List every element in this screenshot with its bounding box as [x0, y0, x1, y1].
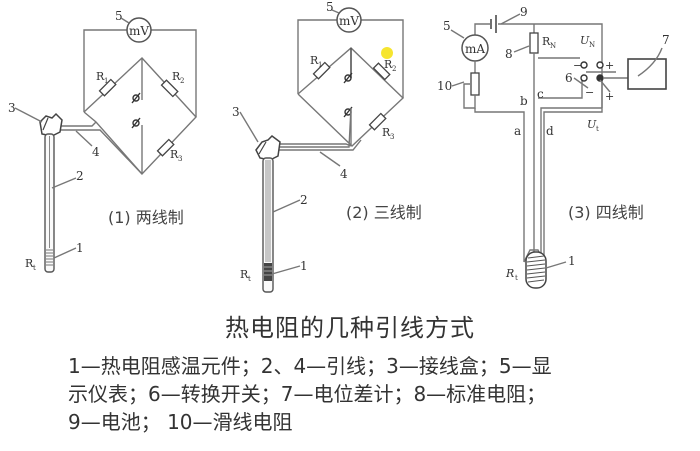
svg-text:3: 3 — [390, 133, 394, 141]
callout-6: 6 — [565, 71, 573, 85]
callout-5: 5 — [443, 19, 451, 33]
callout-5: 5 — [115, 9, 123, 23]
switch-terminal-icon[interactable] — [580, 74, 588, 82]
switch-terminal-icon[interactable] — [580, 61, 588, 69]
resistor-r2-icon — [372, 62, 391, 81]
svg-text:R: R — [505, 267, 514, 280]
svg-text:−: − — [573, 59, 582, 72]
callout-4: 4 — [92, 145, 100, 159]
svg-text:t: t — [248, 275, 251, 283]
slide-wire-resistor-icon — [470, 72, 480, 96]
four-wire-diagram: 9 mA 5 10 R N 8 − + − + — [437, 5, 670, 289]
svg-text:a: a — [514, 124, 521, 138]
svg-text:1: 1 — [318, 61, 322, 69]
svg-text:d: d — [546, 124, 554, 138]
millivoltmeter-icon — [126, 17, 152, 43]
svg-text:−: − — [585, 86, 594, 99]
callout-3: 3 — [232, 105, 240, 119]
highlight-dot — [381, 47, 393, 59]
svg-text:mA: mA — [465, 42, 485, 56]
callout-2: 2 — [76, 169, 84, 183]
svg-text:t: t — [515, 274, 518, 282]
svg-text:2: 2 — [392, 65, 396, 73]
svg-text:c: c — [537, 87, 544, 101]
callout-7: 7 — [662, 33, 670, 47]
svg-text:U: U — [587, 118, 597, 131]
callout-9: 9 — [520, 5, 528, 19]
svg-text:R: R — [170, 148, 179, 161]
svg-text:2: 2 — [180, 77, 184, 85]
callout-1: 1 — [76, 241, 84, 255]
junction-box-icon — [255, 135, 281, 161]
resistor-r3-icon — [156, 138, 175, 157]
millivoltmeter-icon — [336, 7, 362, 33]
svg-text:1: 1 — [104, 77, 108, 85]
svg-text:R: R — [240, 268, 249, 281]
callout-3: 3 — [8, 101, 16, 115]
two-wire-diagram: mV 5 R 1 R 2 R 3 3 4 — [8, 9, 197, 273]
svg-text:+: + — [605, 90, 614, 103]
svg-text:+: + — [605, 59, 614, 72]
svg-text:t: t — [33, 264, 36, 272]
resistor-r3-icon — [368, 112, 387, 131]
legend-line: 示仪表；6—转换开关；7—电位差计；8—标准电阻； — [68, 382, 547, 406]
callout-8: 8 — [505, 47, 513, 61]
meter-label: mV — [339, 14, 359, 28]
caption-four-wire: (3) 四线制 — [568, 203, 644, 222]
svg-text:t: t — [596, 125, 599, 133]
svg-text:R: R — [25, 257, 34, 270]
callout-5: 5 — [326, 0, 334, 14]
svg-text:N: N — [589, 41, 595, 49]
legend-line: 1—热电阻感温元件；2、4—引线；3—接线盒；5—显 — [68, 354, 552, 378]
svg-text:3: 3 — [178, 155, 182, 163]
three-wire-diagram: mV 5 R 1 R 2 R 3 3 4 2 — [232, 0, 422, 293]
callout-4: 4 — [340, 167, 348, 181]
meter-label: mV — [129, 24, 149, 38]
svg-text:U: U — [580, 34, 590, 47]
standard-resistor-icon — [529, 32, 539, 54]
svg-text:b: b — [520, 94, 528, 108]
legend-line: 9—电池； 10—滑线电阻 — [68, 410, 293, 434]
svg-text:R: R — [172, 70, 181, 83]
resistor-r1-icon — [312, 61, 331, 80]
svg-text:R: R — [382, 126, 391, 139]
svg-text:R: R — [542, 35, 551, 48]
callout-1: 1 — [568, 254, 576, 268]
resistor-r1-icon — [98, 78, 117, 97]
figure-title: 热电阻的几种引线方式 — [225, 314, 475, 342]
junction-box-icon — [39, 112, 63, 137]
switch-terminal-icon[interactable] — [596, 61, 604, 69]
resistor-r2-icon — [160, 79, 179, 98]
sensing-element-icon — [525, 251, 547, 289]
caption-three-wire: (2) 三线制 — [346, 203, 422, 222]
svg-text:R: R — [384, 58, 393, 71]
svg-text:R: R — [96, 70, 105, 83]
svg-text:N: N — [550, 42, 556, 50]
potentiometer-box-icon — [627, 58, 667, 90]
svg-text:R: R — [310, 54, 319, 67]
lead-wire-diagrams: mV 5 R 1 R 2 R 3 3 4 — [8, 0, 670, 293]
callout-10: 10 — [437, 79, 452, 93]
callout-2: 2 — [300, 193, 308, 207]
figure-legend: 1—热电阻感温元件；2、4—引线；3—接线盒；5—显 示仪表；6—转换开关；7—… — [68, 352, 668, 436]
callout-1: 1 — [300, 259, 308, 273]
caption-two-wire: (1) 两线制 — [108, 208, 184, 227]
